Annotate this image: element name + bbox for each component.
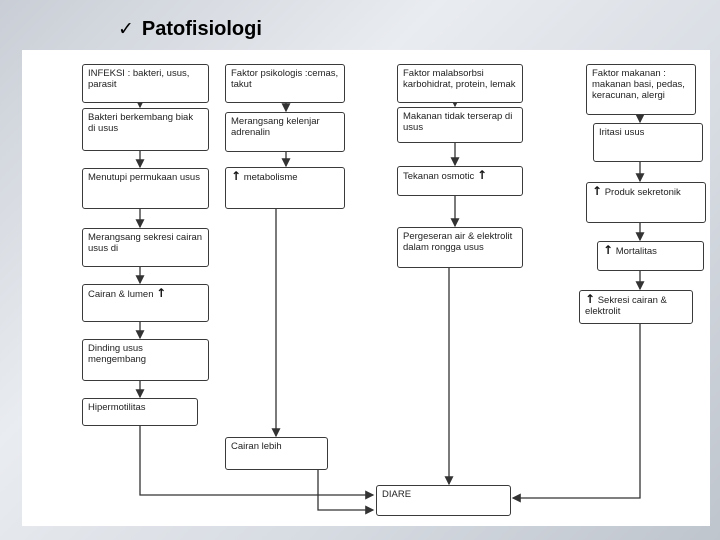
makanan-tidak-label: Makanan tidak terserap di usus — [403, 111, 513, 133]
sekresi-cairan-label: Sekresi cairan & elektrolit — [585, 295, 667, 317]
bakteri-label: Bakteri berkembang biak di usus — [88, 112, 194, 134]
faktor-makanan-label: Faktor makanan : makanan basi, pedas, ke… — [592, 68, 685, 101]
cairan-lumen-label: Cairan & lumen — [88, 289, 154, 300]
metabolisme-box: ↑ metabolisme — [225, 167, 345, 209]
infeksi-box: INFEKSI : bakteri, usus, parasit — [82, 64, 209, 103]
produk-label: Produk sekretonik — [604, 187, 681, 198]
makanan-tidak-box: Makanan tidak terserap di usus — [397, 107, 523, 143]
bakteri-box: Bakteri berkembang biak di usus — [82, 108, 209, 151]
page-title: Patofisiologi — [141, 17, 262, 40]
dinding-box: Dinding usus mengembang — [82, 339, 209, 381]
checkmark-icon: ✓ — [118, 18, 134, 40]
dinding-label: Dinding usus mengembang — [88, 343, 147, 365]
merangsang-sekresi-label: Merangsang sekresi cairan usus di — [88, 232, 203, 254]
infeksi-label: INFEKSI : bakteri, usus, parasit — [88, 68, 190, 90]
merangsang-sekresi-box: Merangsang sekresi cairan usus di — [82, 228, 209, 267]
arrow-up-icon: ↑ — [585, 292, 596, 306]
faktor-psikologis-label: Faktor psikologis :cemas, takut — [231, 68, 339, 90]
merangsang-kelenjar-label: Merangsang kelenjar adrenalin — [231, 116, 320, 138]
faktor-psikologis-box: Faktor psikologis :cemas, takut — [225, 64, 345, 103]
iritasi-label: Iritasi usus — [599, 127, 645, 138]
sekresi-cairan-box: ↑ Sekresi cairan & elektrolit — [579, 290, 693, 324]
arrow-up-icon: ↑ — [603, 243, 614, 257]
tekanan-label: Tekanan osmotic — [403, 171, 475, 182]
hipermotilitas-label: Hipermotilitas — [88, 402, 146, 413]
pergeseran-box: Pergeseran air & elektrolit dalam rongga… — [397, 227, 523, 268]
cairan-lebih-box: Cairan lebih — [225, 437, 328, 470]
hipermotilitas-box: Hipermotilitas — [82, 398, 198, 426]
menutupi-box: Menutupi permukaan usus — [82, 168, 209, 209]
mortalitas-label: Mortalitas — [615, 246, 657, 257]
mortalitas-box: ↑ Mortalitas — [597, 241, 704, 271]
arrow-up-icon: ↑ — [476, 168, 487, 182]
tekanan-box: Tekanan osmotic ↑ — [397, 166, 523, 196]
arrow-up-icon: ↑ — [231, 169, 242, 183]
arrow-up-icon: ↑ — [156, 286, 167, 300]
iritasi-box: Iritasi usus — [593, 123, 703, 162]
diare-label: DIARE — [382, 489, 412, 500]
cairan-lebih-label: Cairan lebih — [231, 441, 282, 452]
slide-title: ✓ Patofisiologi — [118, 14, 262, 44]
arrow-up-icon: ↑ — [592, 184, 603, 198]
metabolisme-label: metabolisme — [243, 172, 298, 183]
diare-box: DIARE — [376, 485, 511, 516]
cairan-lumen-box: Cairan & lumen ↑ — [82, 284, 209, 322]
merangsang-kelenjar-box: Merangsang kelenjar adrenalin — [225, 112, 345, 152]
faktor-malabsorbsi-label: Faktor malabsorbsi karbohidrat, protein,… — [403, 68, 516, 90]
menutupi-label: Menutupi permukaan usus — [88, 172, 200, 183]
faktor-malabsorbsi-box: Faktor malabsorbsi karbohidrat, protein,… — [397, 64, 523, 103]
pergeseran-label: Pergeseran air & elektrolit dalam rongga… — [403, 231, 513, 253]
produk-box: ↑ Produk sekretonik — [586, 182, 706, 223]
faktor-makanan-box: Faktor makanan : makanan basi, pedas, ke… — [586, 64, 696, 115]
